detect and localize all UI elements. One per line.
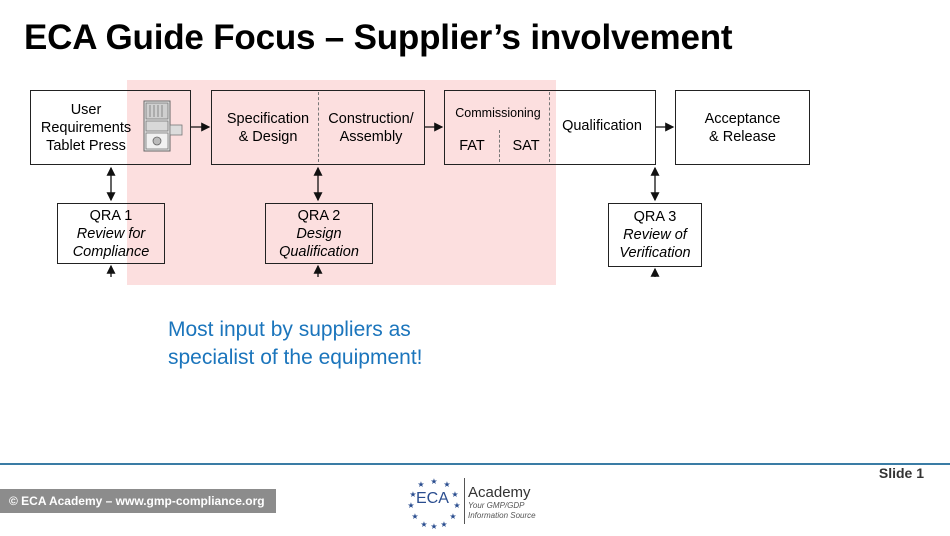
spec-design-label: Specification & Design xyxy=(226,111,310,145)
flow-arrows xyxy=(106,122,675,277)
user-requirements-label: User Requirements Tablet Press xyxy=(40,102,132,154)
supplier-highlight-area xyxy=(127,80,556,285)
logo-academy-text: Academy xyxy=(468,484,531,501)
footer-rule xyxy=(0,463,950,465)
acceptance-box xyxy=(675,90,810,165)
svg-text:★: ★ xyxy=(449,512,456,521)
spec-divider xyxy=(318,92,319,162)
logo-separator xyxy=(464,478,465,524)
sat-label: SAT xyxy=(512,138,540,154)
qra3-box xyxy=(608,203,702,267)
logo-tagline: Your GMP/GDP Information Source xyxy=(468,501,536,520)
fat-label: FAT xyxy=(459,138,485,154)
fat-sat-divider xyxy=(499,130,500,162)
commissioning-label: Commissioning xyxy=(455,106,541,120)
svg-text:★: ★ xyxy=(443,480,450,489)
qra1-label: QRA 1 Review for Compliance xyxy=(72,208,150,260)
svg-text:★: ★ xyxy=(430,477,437,486)
tablet-press-icon xyxy=(143,100,183,152)
svg-text:★: ★ xyxy=(409,490,416,499)
svg-text:★: ★ xyxy=(453,501,460,510)
qra2-label: QRA 2 Design Qualification xyxy=(279,208,359,260)
svg-text:★: ★ xyxy=(417,480,424,489)
svg-text:★: ★ xyxy=(411,512,418,521)
supplier-note: Most input by suppliers as specialist of… xyxy=(168,318,423,369)
acceptance-label: Acceptance & Release xyxy=(704,111,781,145)
qra1-box xyxy=(57,203,165,264)
footer-copyright: © ECA Academy – www.gmp-compliance.org xyxy=(0,489,276,513)
eca-stars-logo-icon: ★ ★ ★ ★ ★ ★ ★ ★ ★ ★ ★ ★ xyxy=(407,477,460,530)
commissioning-divider xyxy=(549,92,550,162)
user-requirements-box xyxy=(30,90,191,165)
construction-label: Construction/ Assembly xyxy=(328,111,414,145)
qra2-box xyxy=(265,203,373,264)
svg-text:★: ★ xyxy=(451,490,458,499)
logo-eca-text: ECA xyxy=(416,490,449,507)
commissioning-qualification-box xyxy=(444,90,656,165)
svg-text:★: ★ xyxy=(420,520,427,529)
svg-text:★: ★ xyxy=(430,522,437,530)
svg-text:★: ★ xyxy=(407,501,414,510)
slide-number: Slide 1 xyxy=(878,465,924,481)
spec-construction-box xyxy=(211,90,425,165)
qualification-label: Qualification xyxy=(562,118,642,134)
qra3-label: QRA 3 Review of Verification xyxy=(619,209,691,261)
svg-text:★: ★ xyxy=(440,520,447,529)
slide-title: ECA Guide Focus – Supplier’s involvement xyxy=(24,18,733,57)
